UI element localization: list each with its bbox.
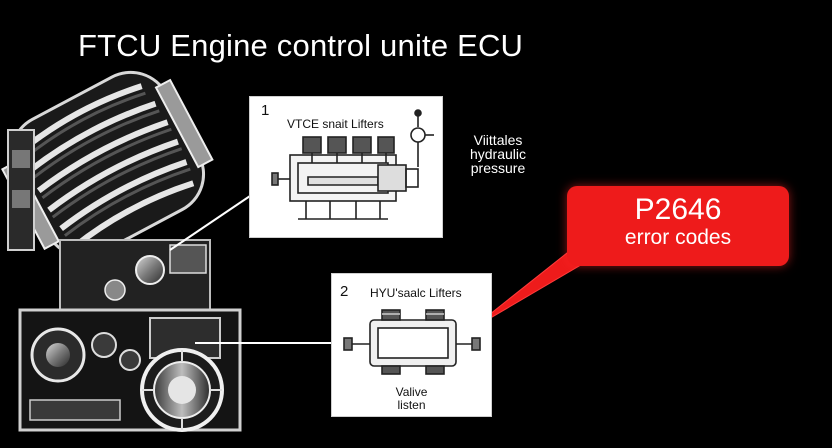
side-note-line-2: hydraulic bbox=[469, 146, 527, 162]
diagram-title: FTCU Engine control unite ECU bbox=[78, 28, 524, 63]
panel-caption-line-1: Valive bbox=[395, 385, 428, 399]
panel-number: 2 bbox=[340, 283, 349, 300]
side-note-line-1: Viittales bbox=[473, 132, 523, 148]
panel-title: VTCE snait Lifters bbox=[287, 117, 384, 131]
panel-title: HYU'saalc Lifters bbox=[370, 286, 462, 300]
error-label: error codes bbox=[624, 226, 732, 249]
diagram-panel-vtc: 1 VTCE snait Lifters bbox=[249, 96, 443, 238]
hydraulic-lifter-diagram bbox=[343, 309, 481, 375]
side-note-line-3: pressure bbox=[470, 160, 526, 176]
error-callout: P2646 error codes bbox=[567, 186, 789, 266]
side-note: Viittales hydraulic pressure bbox=[455, 133, 541, 175]
diagram-panel-hydraulic: 2 HYU'saalc Lifters Valive listen bbox=[331, 273, 492, 417]
error-code: P2646 bbox=[634, 193, 722, 226]
vtc-lifter-diagram bbox=[271, 109, 434, 220]
panel-caption-line-2: listen bbox=[397, 398, 426, 412]
engine-illustration bbox=[1, 70, 242, 432]
panel-number: 1 bbox=[261, 102, 270, 119]
